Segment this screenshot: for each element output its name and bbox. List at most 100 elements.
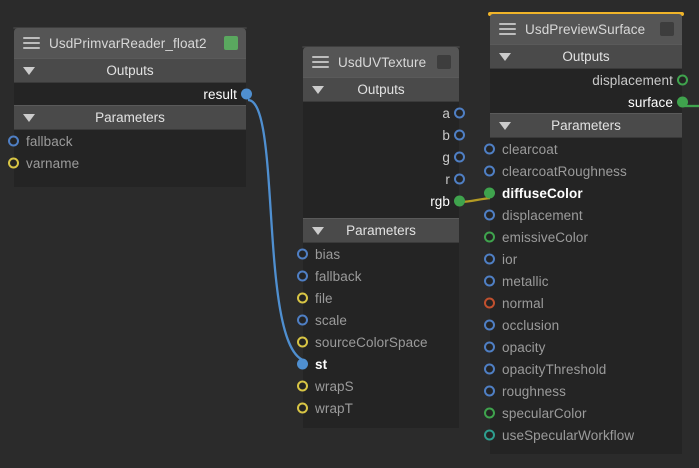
port-row-surface[interactable]: surface bbox=[490, 91, 688, 113]
port-dot-fallback[interactable] bbox=[8, 135, 19, 147]
port-dot-st[interactable] bbox=[297, 358, 308, 370]
port-label: fallback bbox=[26, 133, 73, 149]
triangle-down-icon[interactable] bbox=[312, 226, 324, 235]
port-row-fallback[interactable]: fallback bbox=[297, 265, 459, 287]
port-row-emissivecolor[interactable]: emissiveColor bbox=[484, 226, 682, 248]
port-dot-sourcecolorspace[interactable] bbox=[297, 336, 308, 348]
section-header-outputs[interactable]: Outputs bbox=[303, 77, 459, 102]
port-row-b[interactable]: b bbox=[303, 124, 465, 146]
outputs-list: a b g r rgb bbox=[303, 102, 465, 218]
port-row-r[interactable]: r bbox=[303, 168, 465, 190]
port-row-occlusion[interactable]: occlusion bbox=[484, 314, 682, 336]
port-row-roughness[interactable]: roughness bbox=[484, 380, 682, 402]
parameters-list: fallback varname bbox=[8, 130, 246, 187]
port-row-sourcecolorspace[interactable]: sourceColorSpace bbox=[297, 331, 459, 353]
hamburger-menu-icon[interactable] bbox=[499, 23, 516, 35]
node-usd-uv-texture[interactable]: UsdUVTexture Outputs a b g bbox=[297, 46, 465, 428]
node-title-bar[interactable]: UsdPreviewSurface bbox=[490, 14, 682, 44]
port-dot-wraps[interactable] bbox=[297, 380, 308, 392]
port-label: scale bbox=[315, 312, 348, 328]
section-header-parameters[interactable]: Parameters bbox=[303, 218, 459, 243]
port-row-a[interactable]: a bbox=[303, 102, 465, 124]
port-dot-ior[interactable] bbox=[484, 253, 495, 265]
port-dot-scale[interactable] bbox=[297, 314, 308, 326]
port-dot-rgb[interactable] bbox=[454, 195, 465, 207]
port-dot-emissivecolor[interactable] bbox=[484, 231, 495, 243]
port-row-bias[interactable]: bias bbox=[297, 243, 459, 265]
port-row-rgb[interactable]: rgb bbox=[303, 190, 465, 212]
port-label: emissiveColor bbox=[502, 229, 589, 245]
port-row-wraps[interactable]: wrapS bbox=[297, 375, 459, 397]
port-dot-opacitythreshold[interactable] bbox=[484, 363, 495, 375]
port-row-opacitythreshold[interactable]: opacityThreshold bbox=[484, 358, 682, 380]
port-row-diffusecolor[interactable]: diffuseColor bbox=[484, 182, 682, 204]
port-row-scale[interactable]: scale bbox=[297, 309, 459, 331]
port-row-clearcoatroughness[interactable]: clearcoatRoughness bbox=[484, 160, 682, 182]
port-dot-displacement-out[interactable] bbox=[677, 74, 688, 86]
port-row-normal[interactable]: normal bbox=[484, 292, 682, 314]
port-dot-surface[interactable] bbox=[677, 96, 688, 108]
node-title-bar[interactable]: UsdUVTexture bbox=[303, 47, 459, 77]
port-row-wrapt[interactable]: wrapT bbox=[297, 397, 459, 419]
port-dot-diffusecolor[interactable] bbox=[484, 187, 495, 199]
port-row-displacement[interactable]: displacement bbox=[484, 204, 682, 226]
port-row-ior[interactable]: ior bbox=[484, 248, 682, 270]
port-dot-g[interactable] bbox=[454, 151, 465, 163]
triangle-down-icon[interactable] bbox=[499, 52, 511, 61]
port-dot-file[interactable] bbox=[297, 292, 308, 304]
port-dot-usespecularworkflow[interactable] bbox=[484, 429, 495, 441]
port-dot-specularcolor[interactable] bbox=[484, 407, 495, 419]
port-row-file[interactable]: file bbox=[297, 287, 459, 309]
triangle-down-icon[interactable] bbox=[312, 85, 324, 94]
port-label: a bbox=[442, 105, 450, 121]
triangle-down-icon[interactable] bbox=[499, 121, 511, 130]
port-dot-opacity[interactable] bbox=[484, 341, 495, 353]
triangle-down-icon[interactable] bbox=[23, 66, 35, 75]
port-dot-b[interactable] bbox=[454, 129, 465, 141]
port-row-g[interactable]: g bbox=[303, 146, 465, 168]
port-row-clearcoat[interactable]: clearcoat bbox=[484, 138, 682, 160]
port-row-st[interactable]: st bbox=[297, 353, 459, 375]
section-header-outputs[interactable]: Outputs bbox=[14, 58, 246, 83]
outputs-list: displacement surface bbox=[490, 69, 688, 113]
hamburger-menu-icon[interactable] bbox=[312, 56, 329, 68]
port-row-opacity[interactable]: opacity bbox=[484, 336, 682, 358]
port-dot-fallback[interactable] bbox=[297, 270, 308, 282]
section-label: Outputs bbox=[106, 63, 154, 78]
port-dot-metallic[interactable] bbox=[484, 275, 495, 287]
hamburger-menu-icon[interactable] bbox=[23, 37, 40, 49]
port-dot-clearcoatroughness[interactable] bbox=[484, 165, 495, 177]
port-dot-r[interactable] bbox=[454, 173, 465, 185]
port-dot-clearcoat[interactable] bbox=[484, 143, 495, 155]
port-row-fallback[interactable]: fallback bbox=[8, 130, 246, 152]
port-row-varname[interactable]: varname bbox=[8, 152, 246, 174]
node-usd-preview-surface[interactable]: UsdPreviewSurface Outputs displacement s… bbox=[484, 12, 688, 454]
port-dot-displacement[interactable] bbox=[484, 209, 495, 221]
section-header-parameters[interactable]: Parameters bbox=[14, 105, 246, 130]
node-status-badge bbox=[660, 22, 674, 36]
section-header-parameters[interactable]: Parameters bbox=[490, 113, 682, 138]
port-dot-wrapt[interactable] bbox=[297, 402, 308, 414]
port-row-displacement-out[interactable]: displacement bbox=[490, 69, 688, 91]
node-usd-primvar-reader-float2[interactable]: UsdPrimvarReader_float2 Outputs result P… bbox=[8, 27, 252, 187]
port-label: diffuseColor bbox=[502, 185, 583, 201]
port-dot-result[interactable] bbox=[241, 88, 252, 100]
port-label: wrapS bbox=[315, 378, 354, 394]
port-dot-varname[interactable] bbox=[8, 157, 19, 169]
section-header-outputs[interactable]: Outputs bbox=[490, 44, 682, 69]
port-dot-roughness[interactable] bbox=[484, 385, 495, 397]
node-bottom-padding bbox=[303, 419, 459, 428]
port-dot-a[interactable] bbox=[454, 107, 465, 119]
port-row-result[interactable]: result bbox=[14, 83, 252, 105]
port-label: surface bbox=[628, 94, 673, 110]
port-dot-bias[interactable] bbox=[297, 248, 308, 260]
port-row-specularcolor[interactable]: specularColor bbox=[484, 402, 682, 424]
port-row-usespecularworkflow[interactable]: useSpecularWorkflow bbox=[484, 424, 682, 446]
triangle-down-icon[interactable] bbox=[23, 113, 35, 122]
node-title-bar[interactable]: UsdPrimvarReader_float2 bbox=[14, 28, 246, 58]
section-label: Outputs bbox=[562, 49, 610, 64]
port-dot-normal[interactable] bbox=[484, 297, 495, 309]
port-row-metallic[interactable]: metallic bbox=[484, 270, 682, 292]
port-dot-occlusion[interactable] bbox=[484, 319, 495, 331]
